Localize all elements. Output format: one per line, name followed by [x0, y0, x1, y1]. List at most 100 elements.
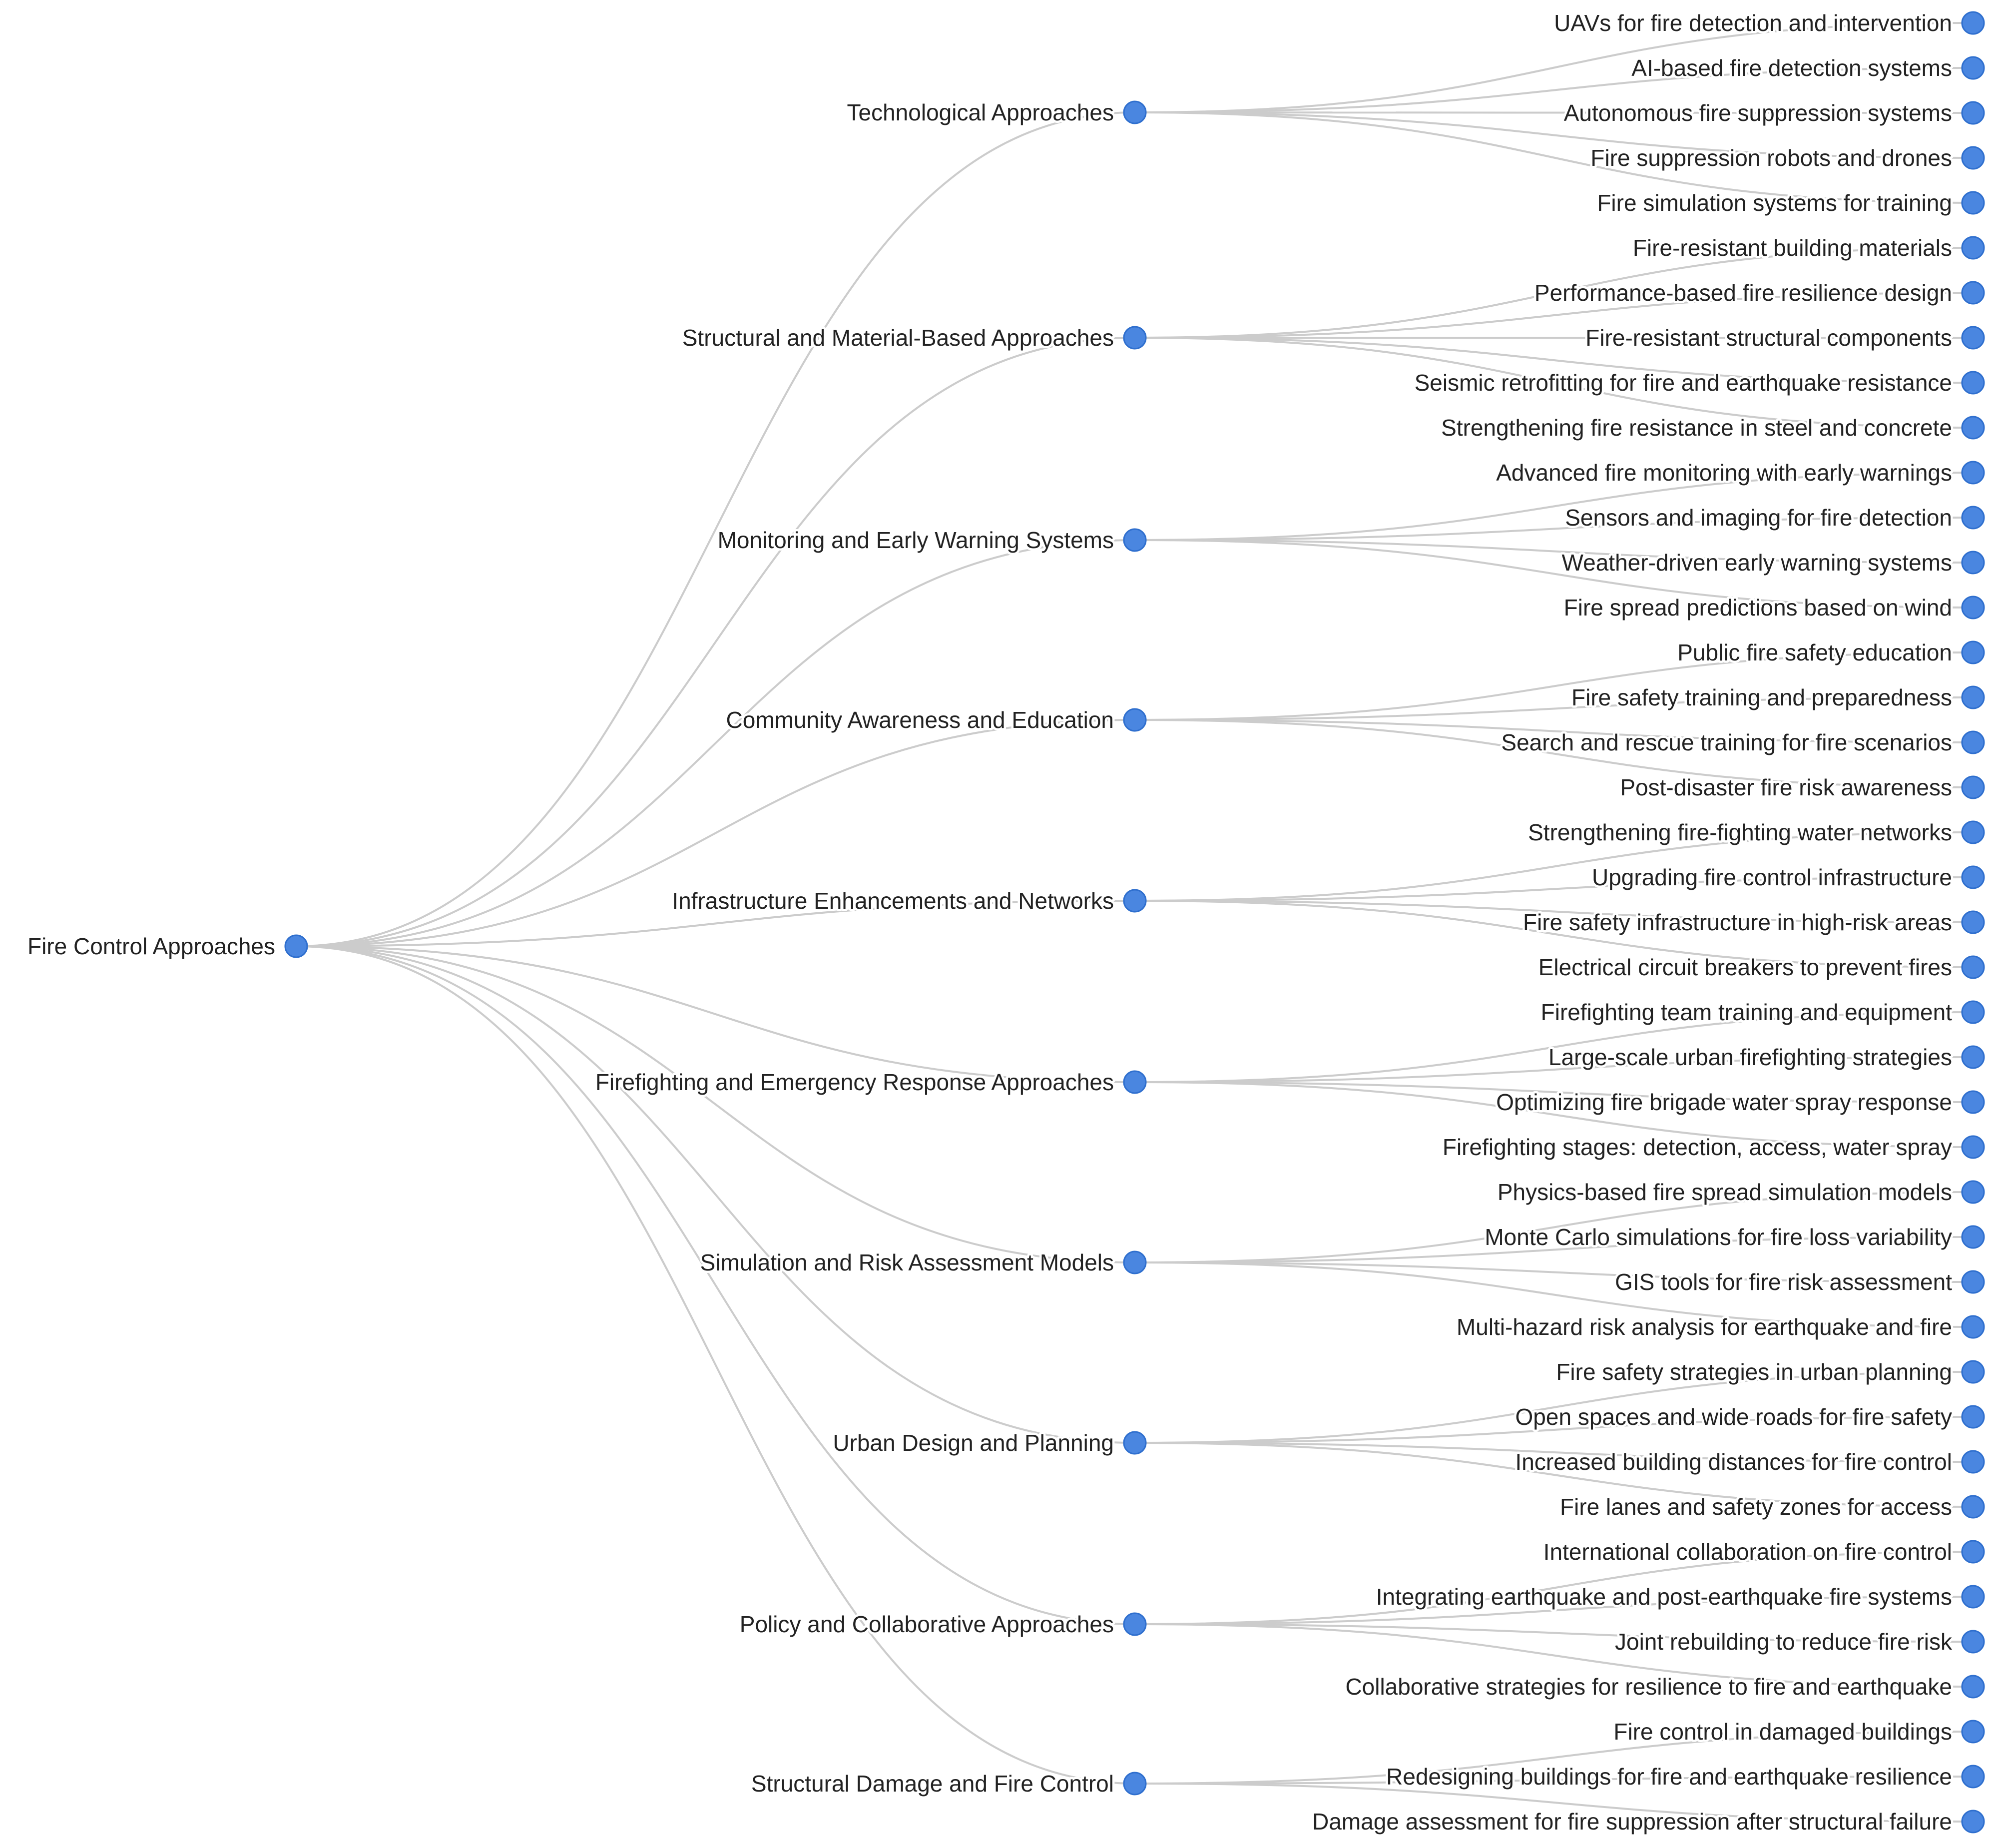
leaf-node-6-0[interactable]: Physics-based fire spread simulation mod…	[1495, 1177, 1985, 1208]
leaf-node-3-1[interactable]: Fire safety training and preparednessFir…	[1569, 682, 1985, 713]
leaf-node-0-2-dot[interactable]	[1961, 101, 1985, 125]
leaf-node-2-2-dot[interactable]	[1961, 551, 1985, 575]
category-node-1-dot[interactable]	[1123, 326, 1147, 350]
leaf-node-5-2[interactable]: Optimizing fire brigade water spray resp…	[1494, 1087, 1985, 1118]
leaf-node-2-1-dot[interactable]	[1961, 506, 1985, 530]
leaf-node-4-2-dot[interactable]	[1961, 910, 1985, 934]
leaf-node-5-1-dot[interactable]	[1961, 1045, 1985, 1069]
leaf-node-1-4-dot[interactable]	[1961, 416, 1985, 440]
leaf-node-8-2-dot[interactable]	[1961, 1630, 1985, 1654]
leaf-node-4-1-dot[interactable]	[1961, 865, 1985, 889]
leaf-node-7-2[interactable]: Increased building distances for fire co…	[1513, 1447, 1985, 1477]
leaf-node-7-1-dot[interactable]	[1961, 1405, 1985, 1429]
leaf-node-1-3-dot[interactable]	[1961, 371, 1985, 395]
leaf-node-9-2[interactable]: Damage assessment for fire suppression a…	[1310, 1807, 1985, 1837]
category-node-3[interactable]: Community Awareness and EducationCommuni…	[724, 705, 1147, 735]
leaf-node-5-1[interactable]: Large-scale urban firefighting strategie…	[1546, 1042, 1985, 1073]
category-node-4[interactable]: Infrastructure Enhancements and Networks…	[670, 886, 1147, 916]
leaf-node-4-1[interactable]: Upgrading fire control infrastructureUpg…	[1590, 862, 1985, 893]
category-node-8-dot[interactable]	[1123, 1612, 1147, 1636]
leaf-node-3-3-dot[interactable]	[1961, 775, 1985, 799]
leaf-node-0-0-dot[interactable]	[1961, 11, 1985, 35]
leaf-node-1-1[interactable]: Performance-based fire resilience design…	[1532, 278, 1985, 308]
category-node-9[interactable]: Structural Damage and Fire ControlStruct…	[749, 1769, 1147, 1799]
leaf-node-6-2-dot[interactable]	[1961, 1270, 1985, 1294]
category-node-2-dot[interactable]	[1123, 528, 1147, 552]
leaf-node-0-3-dot[interactable]	[1961, 146, 1985, 170]
leaf-node-0-1[interactable]: AI-based fire detection systemsAI-based …	[1629, 53, 1985, 83]
leaf-node-8-3[interactable]: Collaborative strategies for resilience …	[1343, 1672, 1985, 1702]
leaf-node-6-3[interactable]: Multi-hazard risk analysis for earthquak…	[1454, 1312, 1985, 1342]
leaf-node-4-0[interactable]: Strengthening fire-fighting water networ…	[1526, 817, 1985, 848]
leaf-node-6-1-dot[interactable]	[1961, 1225, 1985, 1249]
category-node-6[interactable]: Simulation and Risk Assessment ModelsSim…	[698, 1247, 1147, 1278]
leaf-node-8-1[interactable]: Integrating earthquake and post-earthqua…	[1374, 1582, 1985, 1612]
leaf-node-7-1[interactable]: Open spaces and wide roads for fire safe…	[1513, 1402, 1985, 1432]
leaf-node-3-2[interactable]: Search and rescue training for fire scen…	[1499, 727, 1985, 758]
leaf-node-5-2-dot[interactable]	[1961, 1090, 1985, 1114]
leaf-node-8-0-dot[interactable]	[1961, 1540, 1985, 1564]
leaf-node-4-2[interactable]: Fire safety infrastructure in high-risk …	[1521, 907, 1985, 938]
category-node-7-dot[interactable]	[1123, 1431, 1147, 1455]
leaf-node-0-0[interactable]: UAVs for fire detection and intervention…	[1552, 8, 1985, 38]
category-node-3-dot[interactable]	[1123, 708, 1147, 732]
leaf-node-9-2-dot[interactable]	[1961, 1810, 1985, 1834]
leaf-node-1-2[interactable]: Fire-resistant structural componentsFire…	[1583, 323, 1985, 353]
leaf-node-3-1-dot[interactable]	[1961, 685, 1985, 709]
leaf-node-0-4[interactable]: Fire simulation systems for trainingFire…	[1595, 188, 1985, 218]
category-node-6-dot[interactable]	[1123, 1250, 1147, 1274]
leaf-node-3-3[interactable]: Post-disaster fire risk awarenessPost-di…	[1618, 772, 1985, 803]
leaf-node-5-3-dot[interactable]	[1961, 1135, 1985, 1159]
category-node-1[interactable]: Structural and Material-Based Approaches…	[680, 323, 1147, 353]
leaf-node-9-1-dot[interactable]	[1961, 1765, 1985, 1789]
leaf-node-1-1-dot[interactable]	[1961, 281, 1985, 305]
leaf-node-2-0-dot[interactable]	[1961, 461, 1985, 485]
category-node-2[interactable]: Monitoring and Early Warning SystemsMoni…	[715, 525, 1147, 556]
leaf-node-1-0-dot[interactable]	[1961, 236, 1985, 260]
leaf-node-7-0-dot[interactable]	[1961, 1360, 1985, 1384]
leaf-node-5-0[interactable]: Firefighting team training and equipment…	[1538, 997, 1985, 1028]
leaf-node-3-2-dot[interactable]	[1961, 730, 1985, 754]
leaf-node-0-4-dot[interactable]	[1961, 191, 1985, 215]
leaf-node-1-2-dot[interactable]	[1961, 326, 1985, 350]
category-node-4-dot[interactable]	[1123, 889, 1147, 913]
leaf-node-1-0[interactable]: Fire-resistant building materialsFire-re…	[1630, 233, 1985, 263]
leaf-node-6-1[interactable]: Monte Carlo simulations for fire loss va…	[1483, 1222, 1985, 1252]
leaf-node-1-3[interactable]: Seismic retrofitting for fire and earthq…	[1412, 368, 1985, 398]
leaf-node-2-1[interactable]: Sensors and imaging for fire detectionSe…	[1563, 503, 1985, 533]
leaf-node-8-0[interactable]: International collaboration on fire cont…	[1541, 1537, 1985, 1567]
leaf-node-7-3[interactable]: Fire lanes and safety zones for accessFi…	[1558, 1492, 1985, 1522]
leaf-node-0-1-dot[interactable]	[1961, 56, 1985, 80]
leaf-node-9-0-dot[interactable]	[1961, 1720, 1985, 1744]
leaf-node-2-2[interactable]: Weather-driven early warning systemsWeat…	[1559, 548, 1985, 578]
category-node-5[interactable]: Firefighting and Emergency Response Appr…	[593, 1067, 1147, 1098]
leaf-node-7-0[interactable]: Fire safety strategies in urban planning…	[1554, 1357, 1985, 1387]
leaf-node-2-0[interactable]: Advanced fire monitoring with early warn…	[1494, 458, 1985, 488]
category-node-5-dot[interactable]	[1123, 1070, 1147, 1094]
leaf-node-8-3-dot[interactable]	[1961, 1675, 1985, 1699]
leaf-node-2-3-dot[interactable]	[1961, 596, 1985, 619]
root-node-dot[interactable]	[284, 934, 308, 958]
leaf-node-8-2[interactable]: Joint rebuilding to reduce fire riskJoin…	[1613, 1627, 1985, 1657]
leaf-node-0-2[interactable]: Autonomous fire suppression systemsAuton…	[1561, 98, 1985, 128]
leaf-node-7-3-dot[interactable]	[1961, 1495, 1985, 1519]
leaf-node-4-0-dot[interactable]	[1961, 820, 1985, 844]
leaf-node-6-0-dot[interactable]	[1961, 1180, 1985, 1204]
leaf-node-4-3-dot[interactable]	[1961, 955, 1985, 979]
leaf-node-2-3[interactable]: Fire spread predictions based on windFir…	[1561, 593, 1985, 623]
leaf-node-8-1-dot[interactable]	[1961, 1585, 1985, 1609]
leaf-node-1-4[interactable]: Strengthening fire resistance in steel a…	[1439, 413, 1985, 443]
leaf-node-5-3[interactable]: Firefighting stages: detection, access, …	[1440, 1132, 1985, 1163]
leaf-node-6-3-dot[interactable]	[1961, 1315, 1985, 1339]
leaf-node-5-0-dot[interactable]	[1961, 1000, 1985, 1024]
leaf-node-3-0-dot[interactable]	[1961, 640, 1985, 664]
category-node-0-dot[interactable]	[1123, 100, 1147, 124]
category-node-9-dot[interactable]	[1123, 1772, 1147, 1796]
